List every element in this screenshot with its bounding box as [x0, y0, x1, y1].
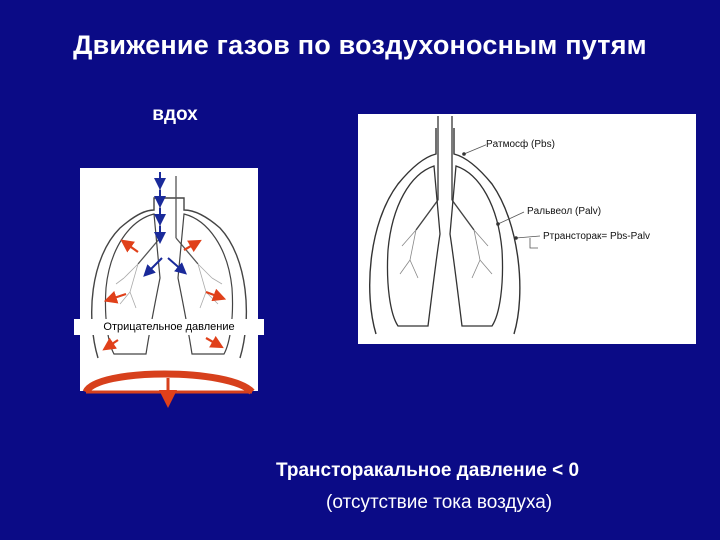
inflow-arrow	[167, 257, 188, 275]
ptrans-label: Pтрансторак= Pbs-Palv	[543, 231, 651, 243]
transthoracic-pressure-text: Трансторакальное давление < 0	[276, 460, 580, 481]
patm-label: Pатмосф (Pbs)	[486, 139, 555, 151]
right-lung-panel	[358, 114, 696, 344]
inhale-label: вдох	[152, 104, 198, 125]
outward-arrow	[120, 239, 139, 253]
no-airflow-text: (отсутствие тока воздуха)	[326, 492, 553, 513]
outward-arrow	[205, 335, 224, 349]
diaphragm-curve	[82, 370, 255, 395]
outward-arrow	[102, 337, 119, 351]
outward-arrow	[183, 239, 202, 253]
left-lung-panel	[80, 168, 258, 391]
right-lung-drawing	[369, 116, 541, 335]
outward-arrow	[103, 290, 127, 304]
inflow-arrow	[143, 257, 163, 277]
outward-arrow	[205, 288, 227, 302]
slide-title: Движение газов по воздухоносным путям	[73, 30, 647, 60]
negative-pressure-label: Отрицательное давление	[74, 319, 264, 335]
palv-label: Pальвеол (Palv)	[527, 206, 602, 218]
